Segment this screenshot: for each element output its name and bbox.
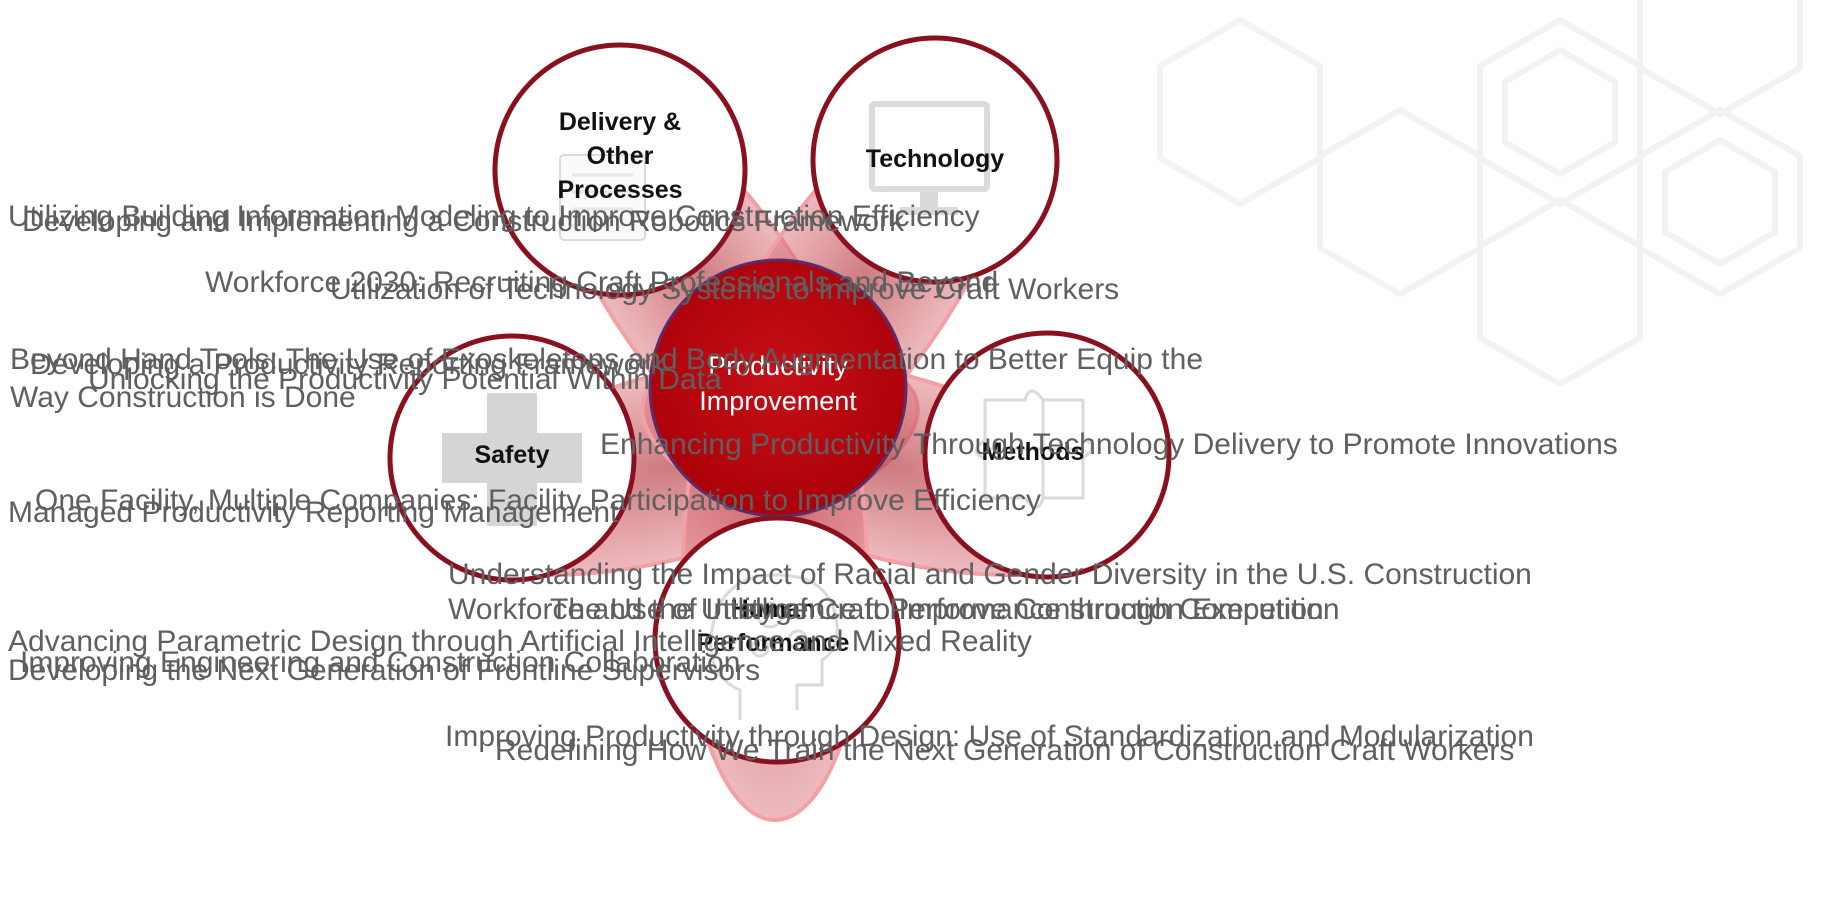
pillar-human-line2: Performance: [697, 629, 850, 657]
pillar-safety-label: Safety: [474, 441, 549, 469]
overlay-text-19: Redefining How We Train the Next Generat…: [495, 734, 1515, 767]
pillar-delivery: Delivery & Other Processes: [492, 42, 748, 298]
overlay-text-6: Way Construction is Done: [10, 381, 356, 414]
overlay-text-13: Workforce and the Utility of Craft Perfo…: [448, 593, 1340, 626]
cross-icon: [442, 393, 582, 526]
overlay-text-1: Utilizing Building Information Modeling …: [8, 200, 980, 233]
overlay-text-12: Understanding the Impact of Racial and G…: [448, 558, 1532, 591]
overlay-text-9: Enhancing Productivity Through Technolog…: [600, 428, 1618, 461]
overlay-text-11: Managed Productivity Reporting Managemen…: [8, 496, 619, 529]
center-label-line1: Productivity: [708, 351, 848, 381]
pillar-methods-label: Methods: [982, 438, 1085, 466]
overlay-text-4: Utilization of Technology Systems to Imp…: [330, 273, 1120, 306]
monitor-icon: [869, 101, 990, 215]
overlay-text-14: The Use of Intelligence to Improve Const…: [550, 593, 1324, 626]
head-gears-icon: [709, 573, 839, 720]
overlay-text-17: Developing the Next Generation of Frontl…: [8, 654, 761, 687]
pillar-safety: Safety: [387, 333, 637, 583]
pillar-methods: Methods: [922, 330, 1172, 580]
pillar-delivery-line1: Delivery &: [559, 108, 681, 136]
overlay-text-7: Developing a Productivity Reporting Fram…: [30, 348, 666, 381]
overlay-text-2: Developing and Implementing a Constructi…: [22, 205, 905, 238]
center-node: Productivity Improvement: [648, 258, 908, 518]
pillar-human: Human Performance: [652, 515, 902, 765]
center-label-line2: Improvement: [699, 386, 857, 416]
pillar-technology-label: Technology: [866, 145, 1005, 173]
hex-watermark: [1157, 0, 1803, 388]
pillar-human-line1: Human: [731, 595, 816, 623]
pillar-technology: Technology: [810, 35, 1060, 285]
overlay-text-3: Workforce 2030: Recruiting Craft Profess…: [205, 266, 999, 299]
pillar-delivery-line2: Other: [587, 142, 654, 170]
overlay-text-15: Advancing Parametric Design through Arti…: [8, 625, 1032, 658]
overlay-text-10: One Facility, Multiple Companies: Facili…: [35, 484, 1041, 517]
overlay-text-5: Beyond Hand Tools: The Use of Exoskeleto…: [10, 343, 1203, 376]
pillar-delivery-line3: Processes: [557, 176, 682, 204]
document-icon: [559, 154, 646, 241]
overlay-text-8: Unlocking the Productivity Potential Wit…: [88, 363, 722, 396]
overlay-text-16: Improving Engineering and Construction C…: [20, 646, 741, 679]
overlay-text-18: Improving Productivity through Design: U…: [445, 720, 1534, 753]
puzzle-icon: [974, 389, 1094, 509]
